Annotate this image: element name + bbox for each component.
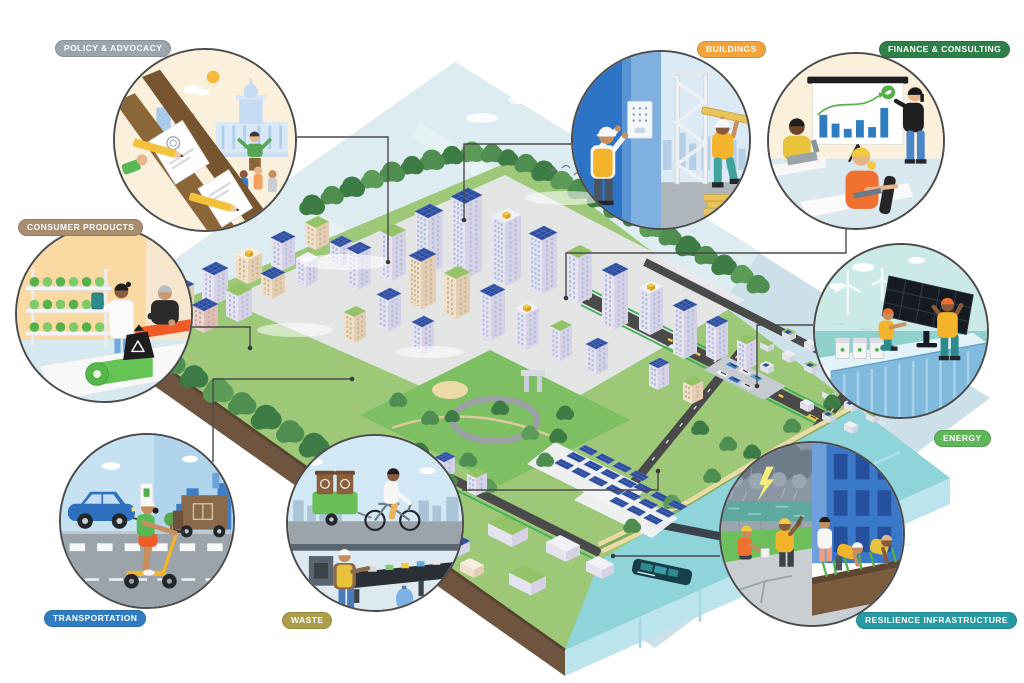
consumer-products-illustration: [17, 227, 191, 401]
finance-consulting-illustration: [769, 54, 943, 228]
sector-badge-resilience-infrastructure: RESILIENCE INFRASTRUCTURE: [856, 612, 1018, 629]
waste-illustration: [288, 436, 462, 610]
sector-badge-policy-advocacy: POLICY & ADVOCACY: [55, 40, 172, 57]
sector-bubble-policy-advocacy: [113, 48, 297, 232]
cargo-ship: [631, 558, 693, 586]
buildings-illustration: [573, 52, 749, 228]
policy-advocacy-illustration: [115, 50, 295, 230]
connector-dots: [247, 217, 760, 559]
sector-bubble-energy: [813, 243, 989, 419]
sector-badge-finance-consulting: FINANCE & CONSULTING: [879, 41, 1011, 58]
sector-badge-transportation: TRANSPORTATION: [44, 610, 147, 627]
sector-badge-buildings: BUILDINGS: [697, 41, 766, 58]
sector-bubble-resilience-infrastructure: [719, 441, 905, 627]
sector-badge-consumer-products: CONSUMER PRODUCTS: [18, 219, 144, 236]
sector-badge-energy: ENERGY: [934, 430, 991, 447]
sector-badge-waste: WASTE: [282, 612, 333, 629]
sector-bubble-waste: [286, 434, 464, 612]
sector-bubble-transportation: [59, 433, 235, 609]
sector-bubble-buildings: [571, 50, 751, 230]
park-arch: [521, 370, 545, 392]
energy-illustration: [815, 245, 987, 417]
parking-lot: [704, 356, 786, 400]
sector-bubble-finance-consulting: [767, 52, 945, 230]
resilience-infrastructure-illustration: [721, 443, 903, 625]
mist-clouds: [257, 191, 605, 358]
sector-bubble-consumer-products: [15, 225, 193, 403]
transportation-illustration: [61, 435, 233, 607]
connector-lines: [192, 136, 847, 557]
